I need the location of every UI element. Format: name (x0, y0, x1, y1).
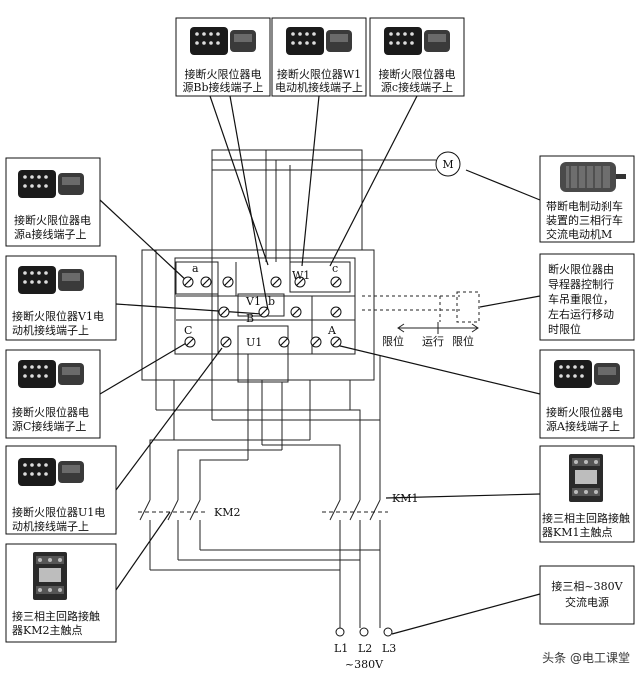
callout-u1-terminal: 接断火限位器U1电 动机接线端子上 (5, 445, 117, 535)
callout-km2-line2: 器KM2主触点 (12, 623, 82, 637)
callout-c-big-terminal: 接断火限位器电 源C接线端子上 (5, 349, 101, 439)
callout-km1-line2: 器KM1主触点 (542, 525, 612, 539)
callout-bb-line2: 源Bb接线端子上 (182, 80, 263, 94)
callout-limit-line3: 车吊重限位， (548, 292, 614, 306)
callout-v1-line2: 动机接线端子上 (12, 323, 89, 337)
terminal-c-small-label: c (332, 262, 338, 275)
callout-u1-line2: 动机接线端子上 (12, 519, 89, 533)
supply-terminals: L1 L2 L3 ~380V (334, 627, 396, 671)
terminal-w1-label: W1 (292, 269, 310, 282)
callout-limit-line1: 断火限位器由 (548, 262, 614, 276)
callout-motor-line3: 交流电动机M (546, 227, 612, 241)
callout-w1-line1: 接断火限位器W1 (277, 67, 361, 81)
callout-motor-line2: 装置的三相行车 (546, 213, 623, 227)
leader-lines (99, 95, 541, 635)
terminal-a-big-label: A (327, 324, 337, 337)
callout-u1-line1: 接断火限位器U1电 (12, 505, 105, 519)
callout-km2-contactor: 接三相主回路接触 器KM2主触点 (5, 543, 117, 643)
callout-c-small-line1: 接断火限位器电 (379, 67, 456, 81)
callout-limit-line2: 导程器控制行 (548, 277, 614, 291)
callout-supply-line1: 接三相~380V (551, 580, 623, 593)
callout-a-big-line1: 接断火限位器电 (546, 405, 623, 419)
run-label: 运行 (422, 335, 444, 348)
callout-a-big-line2: 源A接线端子上 (546, 419, 620, 433)
callout-bb-terminal: 接断火限位器电 源Bb接线端子上 (175, 17, 271, 97)
voltage-label: ~380V (345, 658, 384, 671)
callout-supply-line2: 交流电源 (565, 595, 609, 609)
callout-motor: 带断电制动刹车 装置的三相行车 交流电动机M (539, 155, 635, 243)
callout-c-big-line1: 接断火限位器电 (12, 405, 89, 419)
motor-symbol: M (435, 151, 461, 177)
callout-km1-contactor: 接三相主回路接触 器KM1主触点 (539, 445, 635, 543)
terminal-a-label: a (192, 262, 199, 275)
km1-label: KM1 (392, 492, 418, 505)
terminal-c-big-label: C (184, 324, 192, 337)
callout-v1-line1: 接断火限位器V1电 (12, 309, 104, 323)
callout-supply: 接三相~380V 交流电源 (539, 565, 635, 625)
callout-a-small-line1: 接断火限位器电 (14, 213, 91, 227)
callout-limit-description: 断火限位器由 导程器控制行 车吊重限位， 左右运行移动 时限位 (539, 253, 635, 341)
l3-label: L3 (382, 642, 396, 655)
terminal-b-small-label: b (268, 295, 275, 308)
terminal-b-big-label: B (246, 312, 254, 325)
l1-label: L1 (334, 642, 348, 655)
callout-km1-line1: 接三相主回路接触 (542, 511, 630, 525)
l2-label: L2 (358, 642, 372, 655)
callout-c-small-terminal: 接断火限位器电 源c接线端子上 (369, 17, 465, 97)
callout-v1-terminal: 接断火限位器V1电 动机接线端子上 (5, 255, 117, 341)
callout-limit-line4: 左右运行移动 (548, 307, 614, 321)
callout-w1-line2: 电动机接线端子上 (275, 80, 363, 94)
km2-label: KM2 (214, 506, 240, 519)
callout-w1-terminal: 接断火限位器W1 电动机接线端子上 (271, 17, 367, 97)
callout-motor-line1: 带断电制动刹车 (546, 199, 623, 213)
watermark-text: 头条 @电工课堂 (542, 651, 630, 665)
callout-bb-line1: 接断火限位器电 (185, 67, 262, 81)
terminal-v1-label: V1 (245, 295, 261, 308)
callout-km2-line1: 接三相主回路接触 (12, 609, 100, 623)
wiring-lines (138, 149, 480, 628)
callout-c-small-line2: 源c接线端子上 (381, 80, 453, 94)
callout-a-big-terminal: 接断火限位器电 源A接线端子上 (539, 349, 635, 439)
callout-a-small-line2: 源a接线端子上 (14, 227, 87, 241)
motor-m-label: M (442, 158, 453, 171)
limit-left-label: 限位 (382, 334, 404, 348)
limit-right-label: 限位 (452, 334, 474, 348)
callout-limit-line5: 时限位 (548, 322, 581, 336)
terminal-u1-label: U1 (246, 336, 262, 349)
callout-a-small-terminal: 接断火限位器电 源a接线端子上 (5, 157, 101, 247)
motor-photo (560, 162, 626, 192)
callout-c-big-line2: 源C接线端子上 (12, 419, 86, 433)
